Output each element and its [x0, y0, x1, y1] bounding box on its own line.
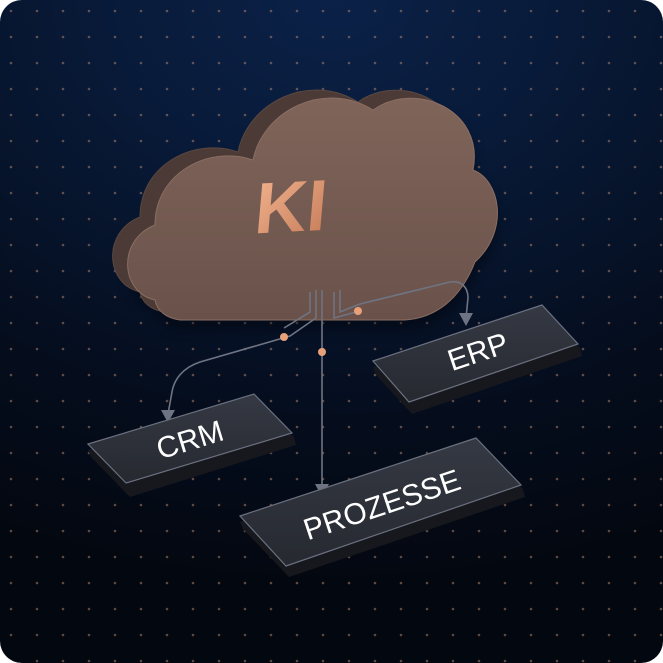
node-crm: CRM	[88, 394, 296, 497]
node-prozesse: PROZESSE	[240, 438, 525, 577]
cloud-label: KI	[252, 166, 331, 250]
junction-dot	[318, 348, 326, 356]
ki-cloud: KI	[113, 90, 499, 330]
junction-dot	[354, 307, 362, 315]
arrow-erp	[459, 313, 473, 326]
junction-dot	[280, 333, 288, 341]
